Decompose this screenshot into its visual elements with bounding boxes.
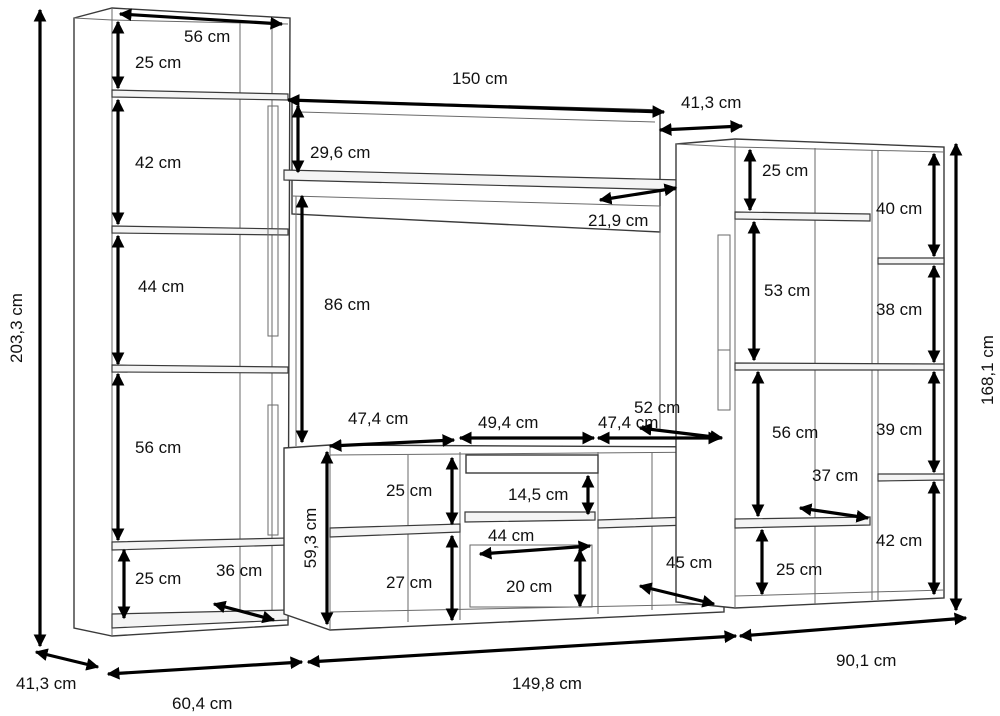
label-right-left-shelf-3: 56 cm (772, 423, 818, 442)
label-tv-left-width: 47,4 cm (348, 409, 408, 428)
label-right-inner-depth: 37 cm (812, 466, 858, 485)
label-wall-gap-height: 86 cm (324, 295, 370, 314)
right-cabinet (675, 138, 945, 609)
dimension-arrows (33, 8, 968, 680)
label-right-left-shelf-2: 53 cm (764, 281, 810, 300)
label-right-left-shelf-4: 25 cm (776, 560, 822, 579)
left-tall-cabinet (73, 7, 291, 637)
label-left-shelf-2: 42 cm (135, 153, 181, 172)
label-left-unit-width: 60,4 cm (172, 694, 232, 713)
label-right-right-shelf-4: 42 cm (876, 531, 922, 550)
label-left-shelf-4: 56 cm (135, 438, 181, 457)
label-total-depth: 41,3 cm (16, 674, 76, 693)
label-left-base-depth: 36 cm (216, 561, 262, 580)
label-wall-shelf-width: 150 cm (452, 69, 508, 88)
label-bottom-width: 149,8 cm (512, 674, 582, 693)
label-right-right-shelf-2: 38 cm (876, 300, 922, 319)
label-tv-right-depth: 45 cm (666, 553, 712, 572)
label-tv-drawer-height: 14,5 cm (508, 485, 568, 504)
label-right-unit-width: 90,1 cm (836, 651, 896, 670)
label-tv-middle-width: 49,4 cm (478, 413, 538, 432)
label-tv-left-lower: 27 cm (386, 573, 432, 592)
label-tv-left-upper: 25 cm (386, 481, 432, 500)
label-left-shelf-3: 44 cm (138, 277, 184, 296)
label-left-shelf-1: 25 cm (135, 53, 181, 72)
dimension-labels: 203,3 cm 41,3 cm 60,4 cm 149,8 cm 90,1 c… (7, 27, 997, 713)
label-tv-side-depth: 52 cm (634, 398, 680, 417)
label-wall-right-depth: 41,3 cm (681, 93, 741, 112)
label-right-left-shelf-1: 25 cm (762, 161, 808, 180)
label-wall-panel-height: 29,6 cm (310, 143, 370, 162)
label-wall-shelf-depth: 21,9 cm (588, 211, 648, 230)
label-tv-height: 59,3 cm (301, 508, 320, 568)
label-right-unit-height: 168,1 cm (978, 335, 997, 405)
label-tv-inner-width: 44 cm (488, 526, 534, 545)
label-right-right-shelf-3: 39 cm (876, 420, 922, 439)
label-left-top-width: 56 cm (184, 27, 230, 46)
label-tv-right-width: 47,4 cm (598, 413, 658, 432)
label-left-shelf-5: 25 cm (135, 569, 181, 588)
label-tv-inner-height: 20 cm (506, 577, 552, 596)
label-total-height: 203,3 cm (7, 293, 26, 363)
label-right-right-shelf-1: 40 cm (876, 199, 922, 218)
